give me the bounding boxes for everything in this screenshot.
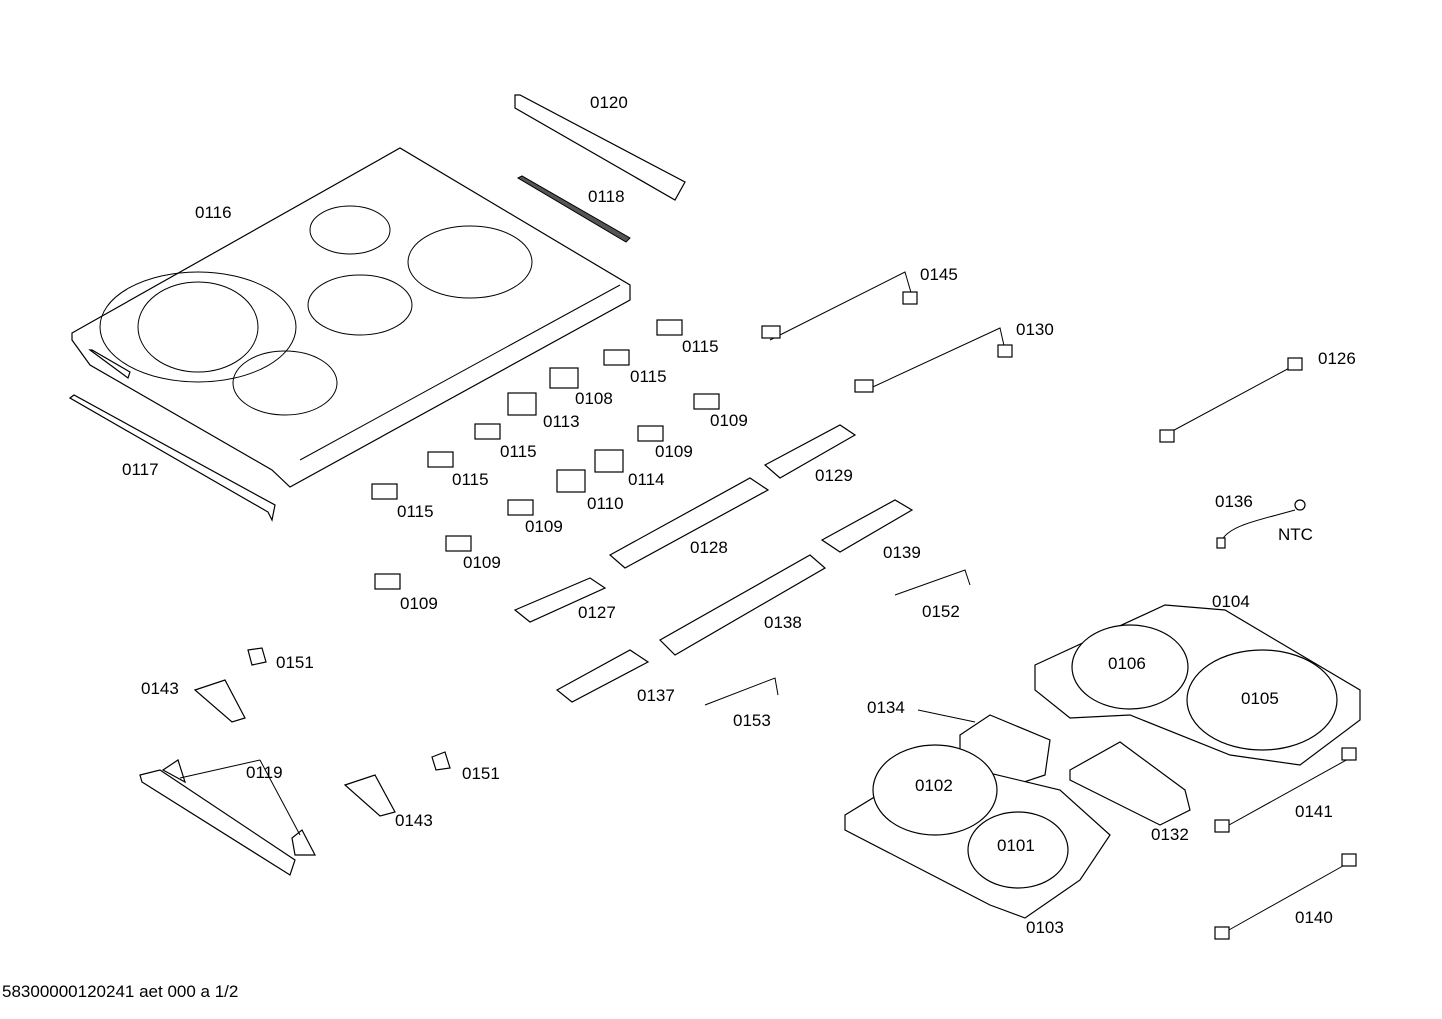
cooktop-glass-0116 [71, 147, 631, 488]
part-labels: 0120 0118 0116 0145 0130 0126 0115 0115 0108 0113… [122, 93, 1356, 937]
part-label-0153: 0153 [733, 711, 771, 730]
part-label-0102: 0102 [915, 776, 953, 795]
part-label-0116: 0116 [195, 203, 232, 222]
part-label-0106: 0106 [1108, 654, 1146, 673]
part-label-0118: 0118 [588, 187, 625, 206]
part-label-0101: 0101 [997, 836, 1035, 855]
part-label-0115: 0115 [452, 470, 489, 489]
part-label-0109: 0109 [400, 594, 438, 613]
part-label-0119: 0119 [246, 763, 283, 782]
part-label-0134: 0134 [867, 698, 905, 717]
part-label-0109: 0109 [655, 442, 693, 461]
part-label-0141: 0141 [1295, 802, 1333, 821]
part-label-0140: 0140 [1295, 908, 1333, 927]
induction-coils [844, 604, 1361, 919]
part-label-0115: 0115 [630, 367, 667, 386]
part-label-0143: 0143 [395, 811, 433, 830]
part-label-0136: 0136 [1215, 492, 1253, 511]
part-label-0109: 0109 [463, 553, 501, 572]
part-label-0113: 0113 [543, 412, 580, 431]
part-label-0151: 0151 [462, 764, 500, 783]
brackets [139, 647, 451, 876]
part-label-0137: 0137 [637, 686, 675, 705]
part-label-0110: 0110 [587, 494, 624, 513]
part-label-0109: 0109 [525, 517, 563, 536]
part-label-0132: 0132 [1151, 825, 1189, 844]
part-label-0127: 0127 [578, 603, 616, 622]
part-label-0128: 0128 [690, 538, 728, 557]
part-label-0105: 0105 [1241, 689, 1279, 708]
seal-strip-0118 [516, 175, 631, 243]
cables-and-boards [513, 271, 1357, 940]
part-label-0115: 0115 [500, 442, 537, 461]
part-label-0103: 0103 [1026, 918, 1064, 937]
part-label-0129: 0129 [815, 466, 853, 485]
part-label-0130: 0130 [1016, 320, 1054, 339]
small-parts [371, 319, 720, 590]
part-label-0143: 0143 [141, 679, 179, 698]
part-label-0115: 0115 [397, 502, 434, 521]
trim-strip-0120 [514, 94, 686, 201]
part-label-0120: 0120 [590, 93, 628, 112]
trim-strip-0117 [68, 394, 276, 522]
part-label-0145: 0145 [920, 265, 958, 284]
part-label-0108: 0108 [575, 389, 613, 408]
part-label-0115: 0115 [682, 337, 719, 356]
part-label-0126: 0126 [1318, 349, 1356, 368]
part-label-0114: 0114 [628, 470, 665, 489]
part-label-0151: 0151 [276, 653, 314, 672]
drawing-number: 58300000120241 aet 000 a 1/2 [2, 982, 239, 1001]
part-label-0152: 0152 [922, 602, 960, 621]
part-label-0139: 0139 [883, 543, 921, 562]
part-label-0117: 0117 [122, 460, 159, 479]
part-label-0138: 0138 [764, 613, 802, 632]
part-label-ntc: NTC [1278, 525, 1313, 544]
part-label-0104: 0104 [1212, 592, 1250, 611]
part-label-0109: 0109 [710, 411, 748, 430]
